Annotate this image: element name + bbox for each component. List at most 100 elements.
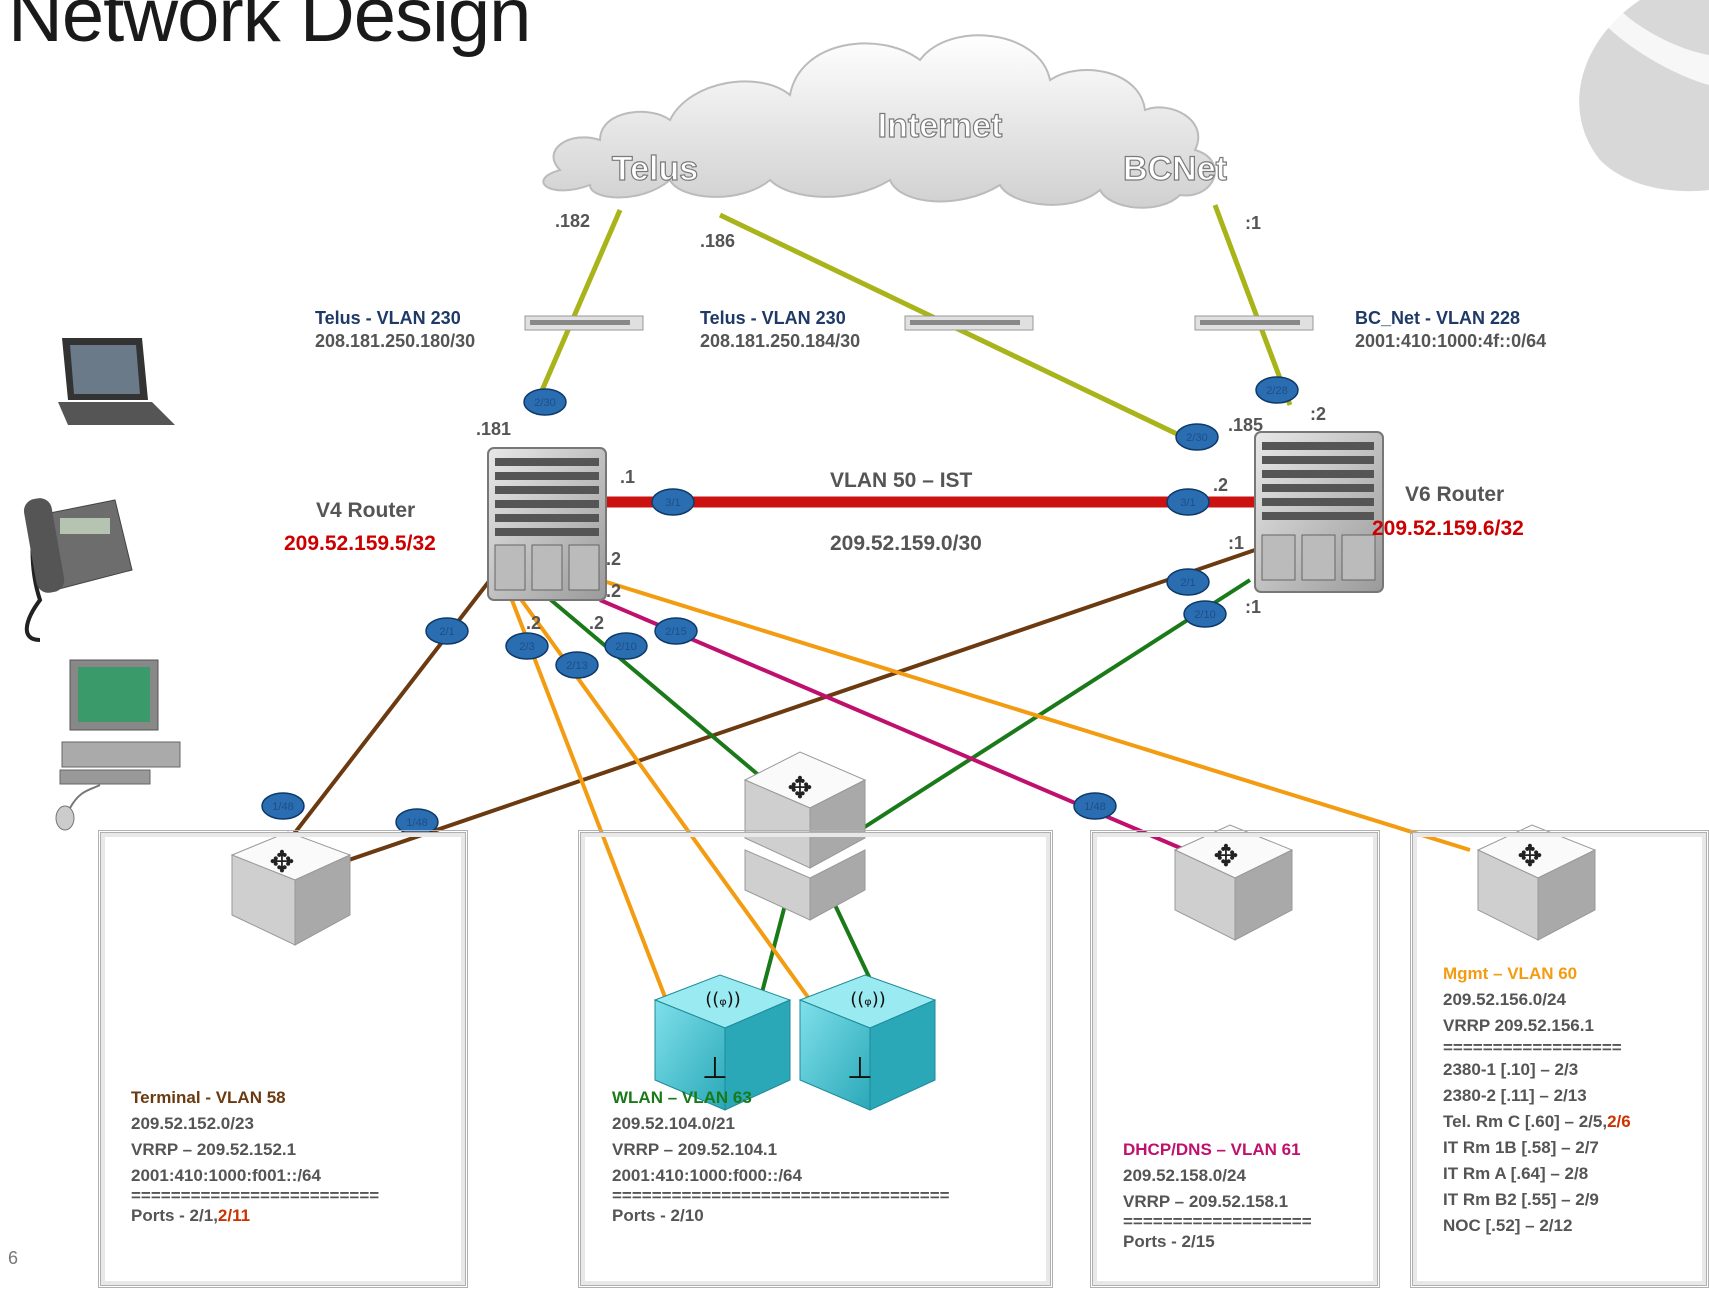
terminal-vlan-info: Terminal - VLAN 58 209.52.152.0/23 VRRP … [131,1085,379,1229]
wan-link-3-subnet: 2001:410:1000:4f::0/64 [1355,331,1547,351]
port-badge: 2/10 [1183,600,1227,628]
mgmt-device-4: IT Rm A [.64] – 2/8 [1443,1164,1589,1183]
mgmt-vlan-info: Mgmt – VLAN 60 209.52.156.0/24 VRRP 209.… [1443,961,1631,1239]
wlan-vrrp: VRRP – 209.52.104.1 [612,1140,778,1159]
internet-label: Internet [878,107,1003,145]
terminal-subnet: 209.52.152.0/23 [131,1114,254,1133]
dhcp-separator: =================== [1123,1212,1312,1231]
mgmt-device-5: IT Rm B2 [.55] – 2/9 [1443,1190,1599,1209]
terminal-vrrp: VRRP – 209.52.152.1 [131,1140,297,1159]
v4-router-icon [487,447,607,601]
v4-addr-label: .2 [589,613,605,633]
terminal-ports: Ports - 2/1,2/11 [131,1203,379,1229]
mgmt-tel-text: Tel. Rm C [.60] – 2/5, [1443,1112,1608,1131]
svg-text:((ᵩ)): ((ᵩ)) [705,989,741,1010]
port-badge-label: 2/10 [1194,609,1215,621]
wlan-switch-stack-icon: ✥ [743,751,867,921]
port-badge-label: 1/48 [406,817,427,829]
bcnet-cloud-label: BCNet [1123,150,1227,188]
port-badge-label: 2/13 [566,660,587,672]
svg-text:((ᵩ)): ((ᵩ)) [850,989,886,1010]
svg-text:✥: ✥ [787,771,812,806]
mgmt-separator: ================== [1443,1038,1622,1057]
wlan-separator: ================================== [612,1186,950,1205]
wan-link-1-name: Telus - VLAN 230 [315,308,461,328]
page-title: Network Design [8,0,531,58]
slide-number: 6 [8,1248,19,1268]
dhcp-ports: Ports - 2/15 [1123,1232,1215,1251]
mgmt-device-1: 2380-1 [.10] – 2/3 [1443,1060,1579,1079]
wireless-ap-icon-2: ((ᵩ)) ⊥ [798,974,937,1111]
ist-subnet: 209.52.159.0/30 [830,532,982,555]
dhcp-vlan-info: DHCP/DNS – VLAN 61 209.52.158.0/24 VRRP … [1123,1137,1312,1255]
dhcp-switch-icon: ✥ [1173,824,1294,941]
laptop-icon [58,338,175,425]
wlan-vlan-box [578,830,1053,1288]
wan-link-2-name: Telus - VLAN 230 [700,308,846,328]
svg-text:✥: ✥ [269,845,294,880]
dhcp-vlan-title: DHCP/DNS – VLAN 61 [1123,1140,1301,1159]
port-badge: 2/1 [1166,568,1210,596]
ist-right-ip: .2 [1213,475,1229,495]
port-badge-label: 2/30 [1186,432,1207,444]
v4-uplink-ip: .181 [476,419,512,439]
port-badge-label: 2/1 [439,626,454,638]
wireless-ap-icon-1: ((ᵩ)) ⊥ [653,974,792,1111]
mgmt-vlan-box [1410,830,1709,1288]
mgmt-subnet: 209.52.156.0/24 [1443,990,1566,1009]
port-badge-label: 2/15 [665,626,686,638]
port-badge: 3/1 [651,488,695,516]
port-badge-label: 2/30 [534,397,555,409]
v4-router-ip: 209.52.159.5/32 [284,532,436,555]
desktop-computer-icon [55,659,181,831]
v4-addr-label: .2 [606,549,622,569]
mgmt-vrrp: VRRP 209.52.156.1 [1443,1016,1594,1035]
port-badge: 2/13 [555,651,599,679]
mgmt-device-3: IT Rm 1B [.58] – 2/7 [1443,1138,1599,1157]
port-badge: 2/30 [1175,423,1219,451]
terminal-vlan-box [98,830,468,1288]
port-badge-label: 2/28 [1266,385,1287,397]
port-badge-label: 2/1 [1180,577,1195,589]
port-badge: 2/15 [654,617,698,645]
wlan-ipv6: 2001:410:1000:f000::/64 [612,1166,802,1185]
port-badge: 1/48 [395,808,439,836]
dhcp-subnet: 209.52.158.0/24 [1123,1166,1246,1185]
telus-cloud-label: Telus [612,150,698,188]
v4-router-name: V4 Router [316,499,416,522]
port-badge: 2/28 [1255,376,1299,404]
v4-addr-label: .2 [526,613,542,633]
svg-text:✥: ✥ [1517,839,1542,874]
dhcp-vlan-box [1090,830,1380,1288]
mgmt-tel-highlight: 2/6 [1607,1112,1631,1131]
mgmt-device-6: NOC [.52] – 2/12 [1443,1216,1573,1235]
wan-switch-1 [524,315,644,331]
v4-addr-label: .2 [606,581,622,601]
terminal-vlan-title: Terminal - VLAN 58 [131,1088,286,1107]
mgmt-tel-room: Tel. Rm C [.60] – 2/5,2/6 [1443,1109,1631,1135]
svg-text:✥: ✥ [1213,839,1238,874]
wlan-vlan-info: WLAN – VLAN 63 209.52.104.0/21 VRRP – 20… [612,1085,950,1229]
port-badge: 2/10 [604,632,648,660]
telus1-ip: .182 [555,211,591,231]
mgmt-device-2: 2380-2 [.11] – 2/13 [1443,1086,1587,1105]
port-badge-label: 1/48 [272,801,293,813]
svg-text:⊥: ⊥ [847,1051,873,1086]
wlan-subnet: 209.52.104.0/21 [612,1114,735,1133]
v6-addr-label: :1 [1245,597,1262,617]
v6-addr-label: :1 [1228,533,1245,553]
v6-router-ip: 209.52.159.6/32 [1372,517,1524,540]
mgmt-switch-icon: ✥ [1476,824,1597,941]
port-badge-label: 3/1 [1180,497,1195,509]
wan-link-3-name: BC_Net - VLAN 228 [1355,308,1521,328]
v6-router-icon [1254,431,1384,593]
v6-router-name: V6 Router [1405,483,1505,506]
v6-uplink-ip-2: :2 [1310,404,1327,424]
port-badge: 3/1 [1166,488,1210,516]
wan-link-2-subnet: 208.181.250.184/30 [700,331,861,351]
bcnet-ip: :1 [1245,213,1262,233]
port-badge-label: 2/10 [615,641,636,653]
ist-vlan-name: VLAN 50 – IST [830,469,973,492]
terminal-ports-highlight: 2/11 [217,1206,251,1225]
